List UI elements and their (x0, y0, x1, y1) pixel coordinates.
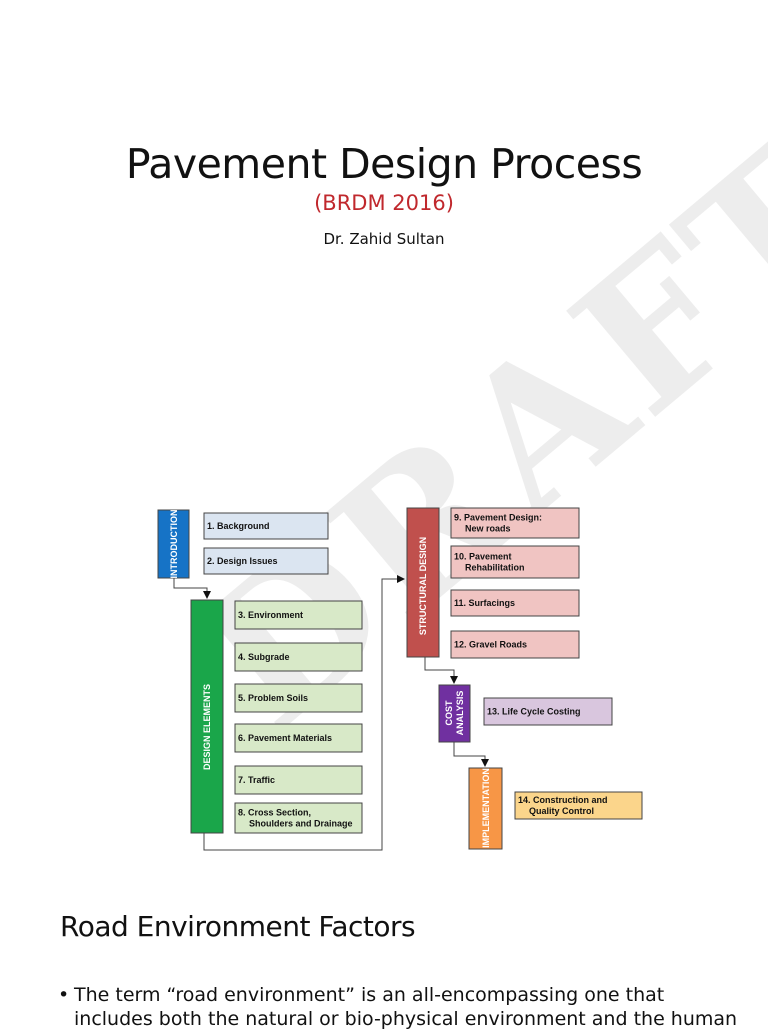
step-box (450, 630, 580, 659)
step-label: 12. Gravel Roads (454, 640, 527, 650)
step-label: Quality Control (529, 806, 594, 816)
step-label: 6. Pavement Materials (238, 733, 332, 743)
step-box (203, 512, 329, 540)
step-box (234, 802, 363, 834)
phase-cost-analysis-line: COST (444, 700, 454, 726)
step-label: 5. Problem Soils (238, 693, 308, 703)
step-box (450, 589, 580, 617)
step-cross-section: 8. Cross Section,Shoulders and Drainage (234, 802, 363, 834)
step-label: 8. Cross Section, (238, 808, 311, 818)
step-label: Shoulders and Drainage (249, 819, 353, 829)
step-label: 3. Environment (238, 610, 303, 620)
step-label: 11. Surfacings (454, 598, 515, 608)
step-box (450, 545, 580, 579)
phase-design-elements: DESIGN ELEMENTS (190, 599, 224, 834)
slide-subtitle: (BRDM 2016) (314, 191, 454, 215)
slide-author: Dr. Zahid Sultan (323, 230, 445, 248)
phase-design-elements-label: DESIGN ELEMENTS (202, 684, 212, 770)
connector-cost-to-implementation (453, 742, 489, 767)
step-design-issues: 2. Design Issues (203, 547, 329, 575)
step-box (234, 600, 363, 630)
pavement-design-flowchart: INTRODUCTION DESIGN ELEMENTS STRUCTURAL … (157, 507, 643, 851)
section-heading: Road Environment Factors (60, 910, 416, 943)
step-label: 4. Subgrade (238, 652, 290, 662)
step-pavement-design-new-roads: 9. Pavement Design:New roads (450, 507, 580, 539)
step-pavement-materials: 6. Pavement Materials (234, 723, 363, 753)
phase-introduction: INTRODUCTION (157, 509, 190, 579)
step-environment: 3. Environment (234, 600, 363, 630)
phase-cost-analysis-label: COSTANALYSIS (444, 691, 465, 736)
step-box (234, 765, 363, 795)
step-label: Rehabilitation (465, 563, 525, 573)
phase-implementation-label: IMPLEMENTATION (481, 768, 491, 848)
phase-structural-design-label: STRUCTURAL DESIGN (418, 537, 428, 635)
step-box (234, 642, 363, 672)
step-background: 1. Background (203, 512, 329, 540)
step-traffic: 7. Traffic (234, 765, 363, 795)
connector-intro-to-design (173, 578, 211, 599)
step-box (483, 697, 613, 726)
step-life-cycle-costing: 13. Life Cycle Costing (483, 697, 613, 726)
step-label: 13. Life Cycle Costing (487, 707, 581, 717)
connector-structural-to-cost (424, 657, 458, 684)
step-label: 14. Construction and (518, 795, 608, 805)
step-box (514, 791, 643, 820)
step-label: New roads (465, 524, 511, 534)
connector-design-to-structural (203, 575, 405, 851)
step-problem-soils: 5. Problem Soils (234, 683, 363, 713)
step-label: 1. Background (207, 521, 270, 531)
bullet-dot: • (58, 984, 70, 1006)
step-box (234, 723, 363, 753)
step-label: 7. Traffic (238, 775, 275, 785)
step-label: 10. Pavement (454, 552, 512, 562)
flow-connectors (173, 575, 489, 851)
step-box (450, 507, 580, 539)
phase-implementation: IMPLEMENTATION (468, 767, 503, 850)
step-label: 2. Design Issues (207, 556, 278, 566)
step-box (203, 547, 329, 575)
phase-cost-analysis-line: ANALYSIS (455, 691, 465, 736)
step-subgrade: 4. Subgrade (234, 642, 363, 672)
slide-title: Pavement Design Process (125, 140, 643, 188)
phase-cost-analysis: COSTANALYSIS (438, 684, 471, 743)
phase-introduction-label: INTRODUCTION (169, 510, 179, 579)
step-gravel-roads: 12. Gravel Roads (450, 630, 580, 659)
phase-structural-design: STRUCTURAL DESIGN (406, 507, 440, 658)
step-label: 9. Pavement Design: (454, 513, 542, 523)
step-surfacings: 11. Surfacings (450, 589, 580, 617)
step-box (234, 683, 363, 713)
